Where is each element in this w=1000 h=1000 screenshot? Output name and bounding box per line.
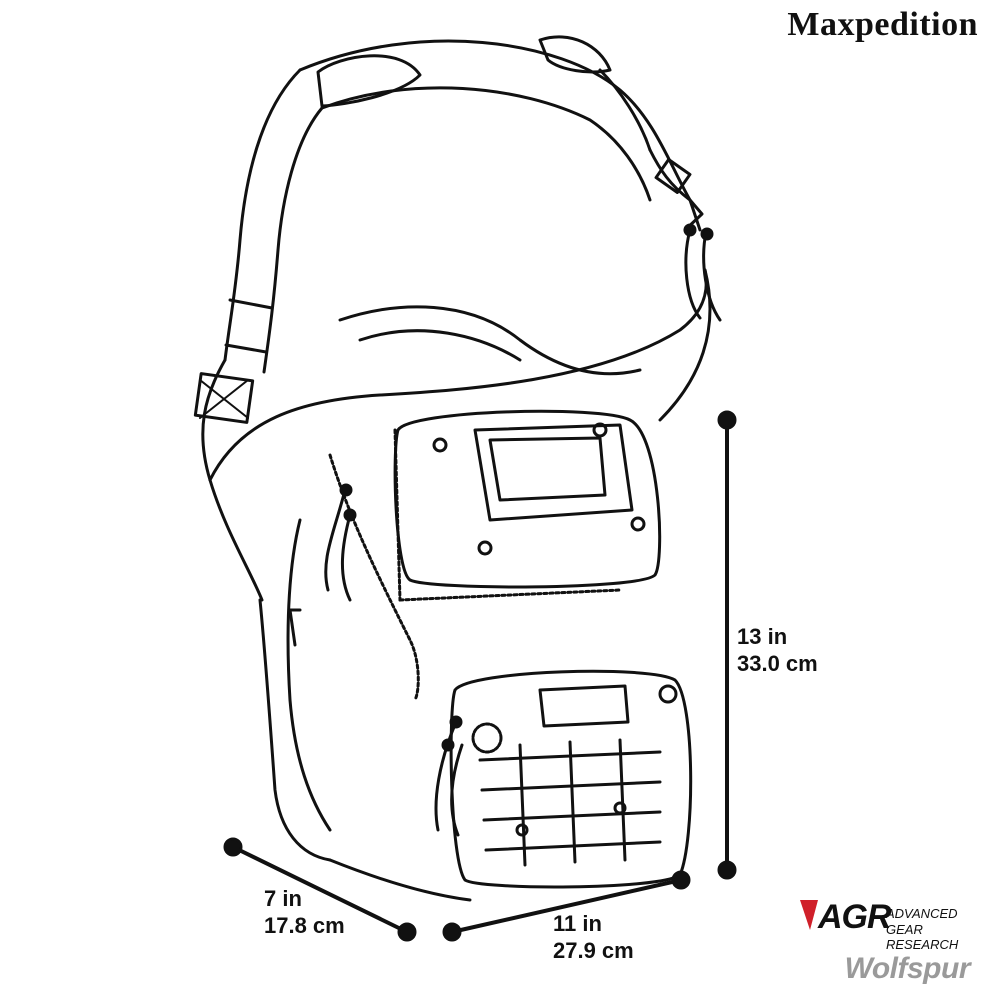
agr-line-2: Gear Research (886, 922, 959, 952)
width-dimension-label: 11 in 27.9 cm (553, 910, 634, 964)
strap-right-clip (648, 148, 704, 232)
zip-pull-bead-3 (339, 483, 353, 497)
zip-pull-bead-2 (700, 227, 714, 241)
strap-buckle (193, 372, 255, 424)
snap-3 (477, 540, 493, 556)
depth-dimension-label: 7 in 17.8 cm (264, 885, 345, 939)
height-dimension-start (717, 410, 737, 430)
id-panel-frame (473, 423, 634, 522)
zip-pull-bead-1 (683, 223, 697, 237)
agr-badge: AGR Advanced Gear Research (800, 898, 980, 952)
bag-top-edge (208, 268, 708, 482)
zipper-pouch-left (393, 428, 402, 602)
zip-pull-lower (434, 720, 464, 837)
width-dimension-end (671, 870, 691, 890)
snap-2 (592, 422, 608, 438)
zip-pull-bead-6 (441, 738, 455, 752)
bag-bottom (328, 858, 472, 902)
lower-pouch-handle (538, 684, 630, 728)
zipper-front-left (328, 453, 420, 702)
grommet (658, 684, 678, 704)
zip-pull-strap (684, 228, 722, 322)
agr-chevron-icon (800, 900, 818, 930)
strap-left-outer (223, 68, 302, 362)
height-metric: 33.0 cm (737, 651, 818, 676)
width-dimension-start (442, 922, 462, 942)
lid-curve (338, 305, 642, 376)
zip-pull-left (324, 488, 352, 602)
agr-line-1: Advanced (886, 906, 958, 921)
strap-pad-right (538, 35, 612, 74)
depth-imperial: 7 in (264, 886, 302, 911)
molle-grommet-2 (613, 801, 627, 815)
side-pocket-tab (288, 608, 302, 647)
strap-left-lower (201, 358, 227, 482)
zip-pull-bead-5 (449, 715, 463, 729)
snap-4 (630, 516, 646, 532)
depth-metric: 17.8 cm (264, 913, 345, 938)
lid-inner (358, 329, 522, 362)
bag-left-side (258, 598, 332, 862)
strap-pad-left (316, 54, 422, 108)
molle-columns (518, 738, 627, 867)
product-name: Wolfspur (844, 952, 971, 985)
strap-top-edge (298, 39, 702, 232)
height-dimension-label: 13 in 33.0 cm (737, 623, 818, 677)
width-metric: 27.9 cm (553, 938, 634, 963)
bag-left-upper (208, 478, 264, 602)
brand-logo: Maxpedition (787, 6, 978, 43)
side-pocket (286, 518, 332, 832)
bag-right-top (658, 268, 712, 422)
strap-right-seam (598, 68, 652, 152)
strap-webbing-bottom (224, 343, 268, 354)
zipper-pouch-bottom (398, 588, 622, 602)
strap-left-inner (262, 106, 324, 374)
zip-pull-bead-4 (343, 508, 357, 522)
strap-right-buckle (654, 158, 692, 194)
strap-top-inner (320, 86, 652, 202)
hydration-port (471, 722, 503, 754)
agr-letters: AGR (818, 898, 892, 936)
width-dimension-line (450, 878, 683, 934)
width-imperial: 11 in (553, 911, 602, 936)
depth-dimension-line (231, 845, 409, 934)
molle-grommet-1 (515, 823, 529, 837)
height-dimension-end (717, 860, 737, 880)
strap-webbing-top (228, 298, 274, 310)
depth-dimension-start (223, 837, 243, 857)
front-upper-pouch (393, 409, 662, 589)
depth-dimension-end (397, 922, 417, 942)
snap-1 (432, 437, 448, 453)
strap-buckle-cross (199, 379, 249, 419)
height-imperial: 13 in (737, 624, 788, 649)
id-panel-window (488, 436, 607, 502)
